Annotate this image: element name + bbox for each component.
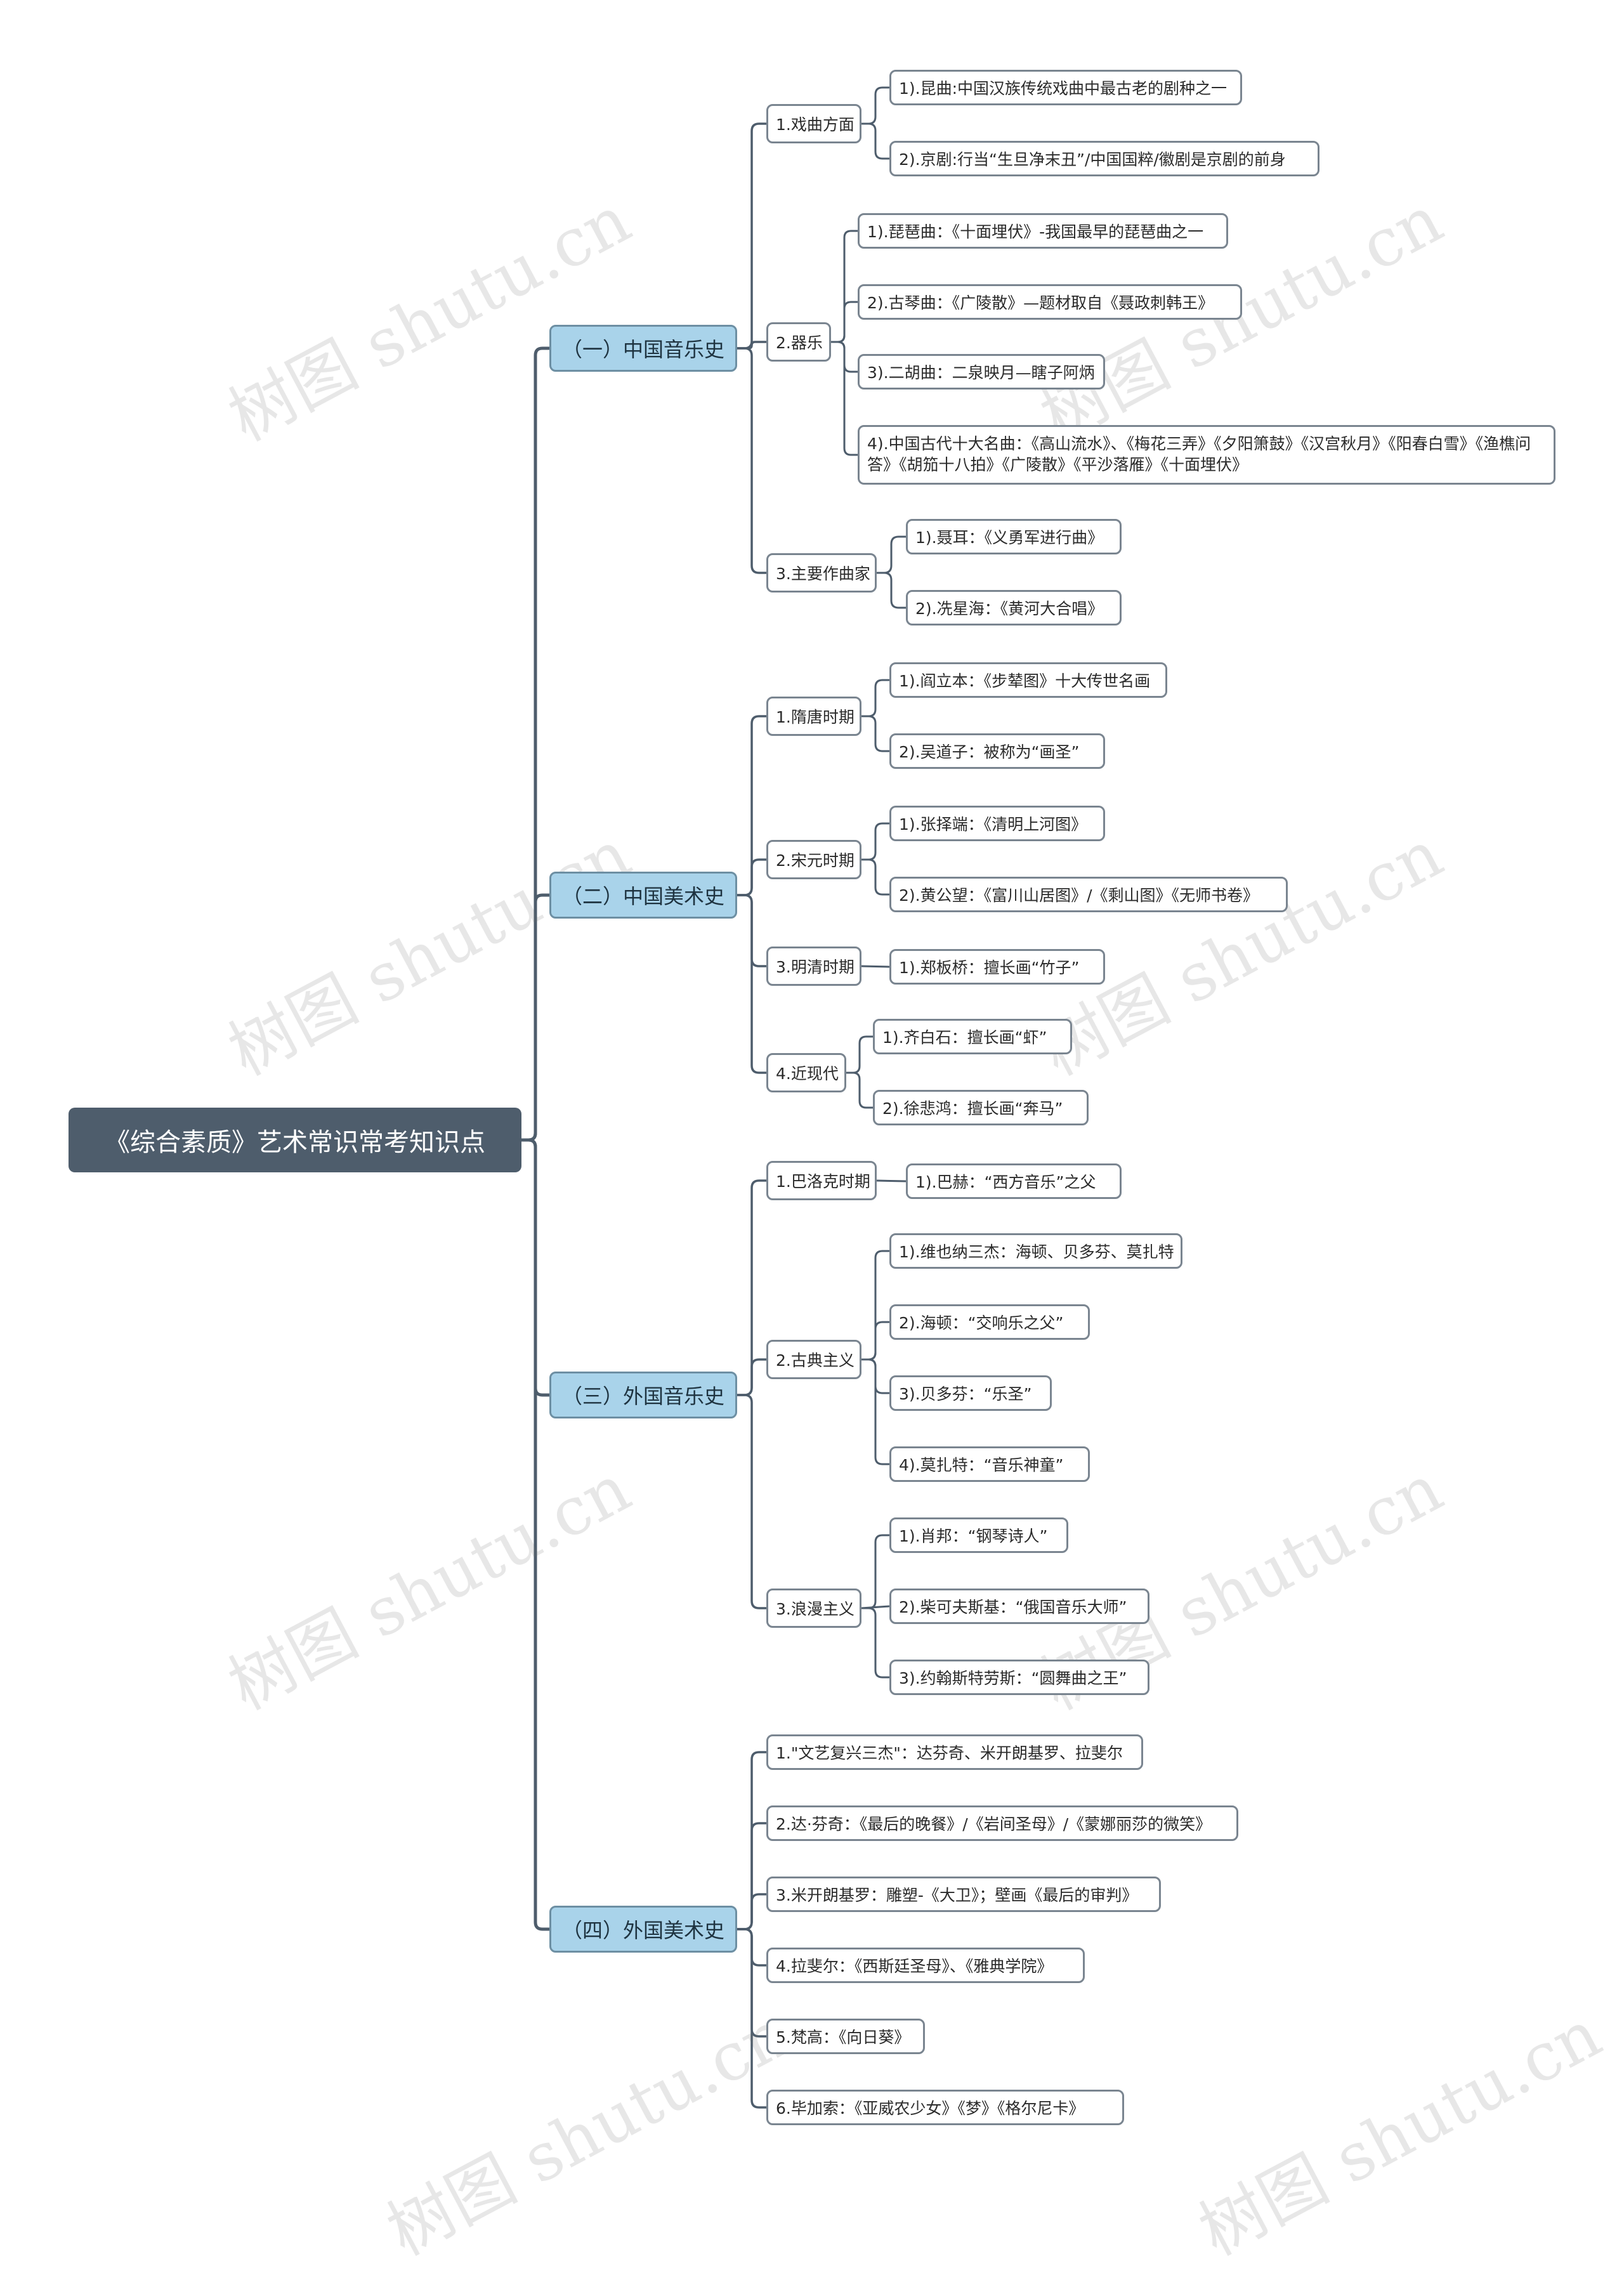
sub-leaf-connector [846, 1071, 873, 1109]
leaf-erhu[interactable]: 3).二胡曲：二泉映月—瞎子阿炳 [858, 354, 1105, 390]
sub-michelangelo[interactable]: 3.米开朗基罗：雕塑-《大卫》；壁画《最后的审判》 [766, 1877, 1161, 1912]
sub-leaf-connector [861, 679, 889, 717]
sub-leaf-connector [861, 822, 889, 861]
branch-sub-connector [737, 1358, 766, 1396]
leaf-qi-baishi[interactable]: 1).齐白石：擅长画“虾” [873, 1019, 1072, 1054]
leaf-vienna-three[interactable]: 1).维也纳三杰：海顿、贝多芬、莫扎特 [889, 1233, 1182, 1269]
branch-sub-connector [737, 1893, 766, 1930]
sub-leaf-connector [861, 86, 889, 125]
leaf-kunqu[interactable]: 1).昆曲:中国汉族传统戏曲中最古老的剧种之一 [889, 70, 1242, 105]
sub-classicism[interactable]: 2.古典主义 [766, 1340, 861, 1379]
leaf-mozart[interactable]: 4).莫扎特：“音乐神童” [889, 1446, 1090, 1482]
sub-leaf-connector [861, 122, 889, 160]
sub-sui-tang[interactable]: 1.隋唐时期 [766, 697, 861, 736]
leaf-pipa[interactable]: 1).琵琶曲：《十面埋伏》-我国最早的琵琶曲之一 [858, 213, 1228, 249]
sub-leaf-connector [861, 858, 889, 896]
leaf-xu-beihong[interactable]: 2).徐悲鸿：擅长画“奔马” [873, 1090, 1089, 1125]
leaf-bach[interactable]: 1).巴赫：“西方音乐”之父 [906, 1163, 1122, 1199]
sub-renaissance-three[interactable]: 1."文艺复兴三杰"：达芬奇、米开朗基罗、拉斐尔 [766, 1734, 1143, 1770]
branch-sub-connector [737, 894, 766, 1074]
leaf-huang-gongwang[interactable]: 2).黄公望：《富川山居图》/《剩山图》《无师书卷》 [889, 877, 1288, 912]
branch-sub-connector [737, 122, 766, 350]
leaf-xian-xinghai[interactable]: 2).冼星海：《黄河大合唱》 [906, 590, 1122, 626]
sub-song-yuan[interactable]: 2.宋元时期 [766, 840, 861, 879]
branch-western-art-history[interactable]: （四）外国美术史 [549, 1906, 737, 1953]
branch-sub-connector [737, 1394, 766, 1609]
branch-chinese-music-history[interactable]: （一）中国音乐史 [549, 325, 737, 372]
leaf-zheng-banqiao[interactable]: 1).郑板桥：擅长画“竹子” [889, 949, 1105, 985]
leaf-zhang-zeduan[interactable]: 1).张择端：《清明上河图》 [889, 806, 1105, 841]
sub-leaf-connector [877, 572, 906, 609]
sub-leaf-connector [831, 341, 858, 456]
sub-ming-qing[interactable]: 3.明清时期 [766, 947, 861, 986]
sub-leaf-connector [861, 965, 890, 968]
leaf-johann-strauss[interactable]: 3).约翰斯特劳斯：“圆舞曲之王” [889, 1660, 1149, 1695]
sub-leaf-connector [861, 1534, 889, 1609]
branch-chinese-art-history[interactable]: （二）中国美术史 [549, 872, 737, 919]
sub-opera[interactable]: 1.戏曲方面 [766, 104, 861, 143]
mind-map-canvas: 树图 shutu.cn 树图 shutu.cn 树图 shutu.cn 树图 s… [69, 70, 1613, 2270]
branch-sub-connector [737, 1928, 766, 2109]
sub-romanticism[interactable]: 3.浪漫主义 [766, 1588, 861, 1628]
sub-leaf-connector [846, 1035, 873, 1074]
leaf-yan-liben[interactable]: 1).阎立本：《步辇图》十大传世名画 [889, 662, 1167, 698]
sub-da-vinci[interactable]: 2.达·芬奇：《最后的晚餐》/《岩间圣母》/《蒙娜丽莎的微笑》 [766, 1805, 1238, 1841]
leaf-tchaikovsky[interactable]: 2).柴可夫斯基：“俄国音乐大师” [889, 1588, 1149, 1624]
sub-leaf-connector [861, 1358, 889, 1465]
branch-sub-connector [737, 858, 766, 896]
leaf-peking-opera[interactable]: 2).京剧:行当“生旦净末丑”/中国国粹/徽剧是京剧的前身 [889, 141, 1320, 176]
sub-van-gogh[interactable]: 5.梵高：《向日葵》 [766, 2019, 925, 2054]
sub-baroque[interactable]: 1.巴洛克时期 [766, 1161, 877, 1200]
sub-leaf-connector [861, 1607, 889, 1679]
leaf-chopin[interactable]: 1).肖邦：“钢琴诗人” [889, 1517, 1068, 1553]
sub-leaf-connector [861, 1321, 889, 1361]
sub-composers[interactable]: 3.主要作曲家 [766, 553, 877, 593]
sub-leaf-connector [831, 301, 858, 343]
branch-sub-connector [737, 347, 766, 574]
branch-sub-connector [737, 341, 766, 350]
leaf-beethoven[interactable]: 3).贝多芬：“乐圣” [889, 1375, 1052, 1411]
root-branch-connector [521, 1138, 549, 1931]
leaf-ten-famous-pieces[interactable]: 4).中国古代十大名曲：《高山流水》、《梅花三弄》《夕阳箫鼓》《汉宫秋月》《阳春… [858, 425, 1555, 485]
leaf-nie-er[interactable]: 1).聂耳：《义勇军进行曲》 [906, 519, 1122, 554]
connector-lines [521, 86, 907, 2109]
sub-leaf-connector [877, 535, 906, 574]
sub-picasso[interactable]: 6.毕加索：《亚威农少女》《梦》《格尔尼卡》 [766, 2090, 1124, 2125]
leaf-wu-daozi[interactable]: 2).吴道子：被称为“画圣” [889, 733, 1105, 769]
sub-modern[interactable]: 4.近现代 [766, 1053, 846, 1092]
leaf-haydn[interactable]: 2).海顿：“交响乐之父” [889, 1304, 1090, 1340]
branch-western-music-history[interactable]: （三）外国音乐史 [549, 1372, 737, 1418]
sub-instrumental[interactable]: 2.器乐 [766, 322, 831, 362]
root-topic[interactable]: 《综合素质》艺术常识常考知识点 [69, 1108, 521, 1172]
root-branch-connector [521, 893, 549, 1142]
sub-raphael[interactable]: 4.拉斐尔：《西斯廷圣母》、《雅典学院》 [766, 1948, 1085, 1983]
leaf-guqin[interactable]: 2).古琴曲：《广陵散》—题材取自《聂政刺韩王》 [858, 284, 1242, 320]
sub-leaf-connector [861, 715, 889, 752]
